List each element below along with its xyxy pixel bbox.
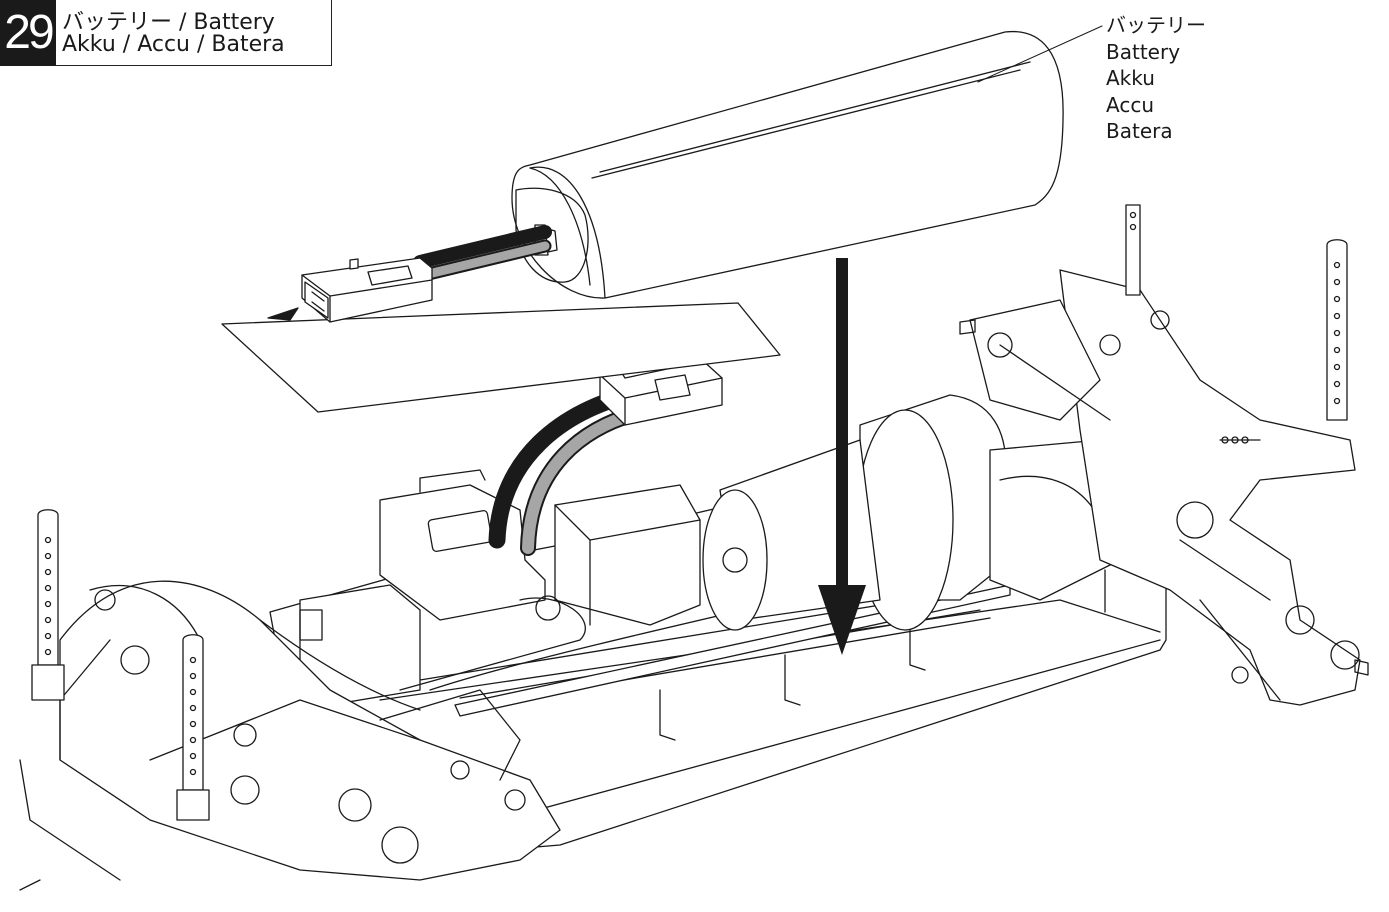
callout-label-en: Battery <box>1106 39 1181 64</box>
placement-card <box>221 302 781 413</box>
battery-leads <box>413 225 552 283</box>
step-title-line1: バッテリー / Battery <box>62 10 275 35</box>
step-title-line2: Akku / Accu / Batera <box>62 32 285 57</box>
step-header: 29 バッテリー / Battery Akku / Accu / Batera <box>0 0 332 66</box>
battery-connector <box>301 257 433 323</box>
rear-suspension <box>959 269 1369 706</box>
battery-callout: バッテリー Battery Akku Accu Batera <box>1106 12 1206 145</box>
body-post-rear-left <box>1125 204 1141 296</box>
callout-label-ja: バッテリー <box>1106 13 1206 37</box>
body-post-front-right <box>176 634 210 821</box>
callout-label-es: Batera <box>1106 119 1173 143</box>
battery-pack <box>511 30 1064 299</box>
insertion-arrow <box>818 258 866 655</box>
callout-label-it: Accu <box>1106 92 1154 117</box>
direction-arrow <box>267 307 299 321</box>
body-post-front-left <box>31 509 65 701</box>
body-post-rear-right <box>1326 239 1348 421</box>
callout-label-de: Akku <box>1106 66 1155 90</box>
chassis-ribs <box>659 569 1106 741</box>
callout-leader-line <box>977 25 1103 83</box>
step-number: 29 <box>0 0 56 66</box>
